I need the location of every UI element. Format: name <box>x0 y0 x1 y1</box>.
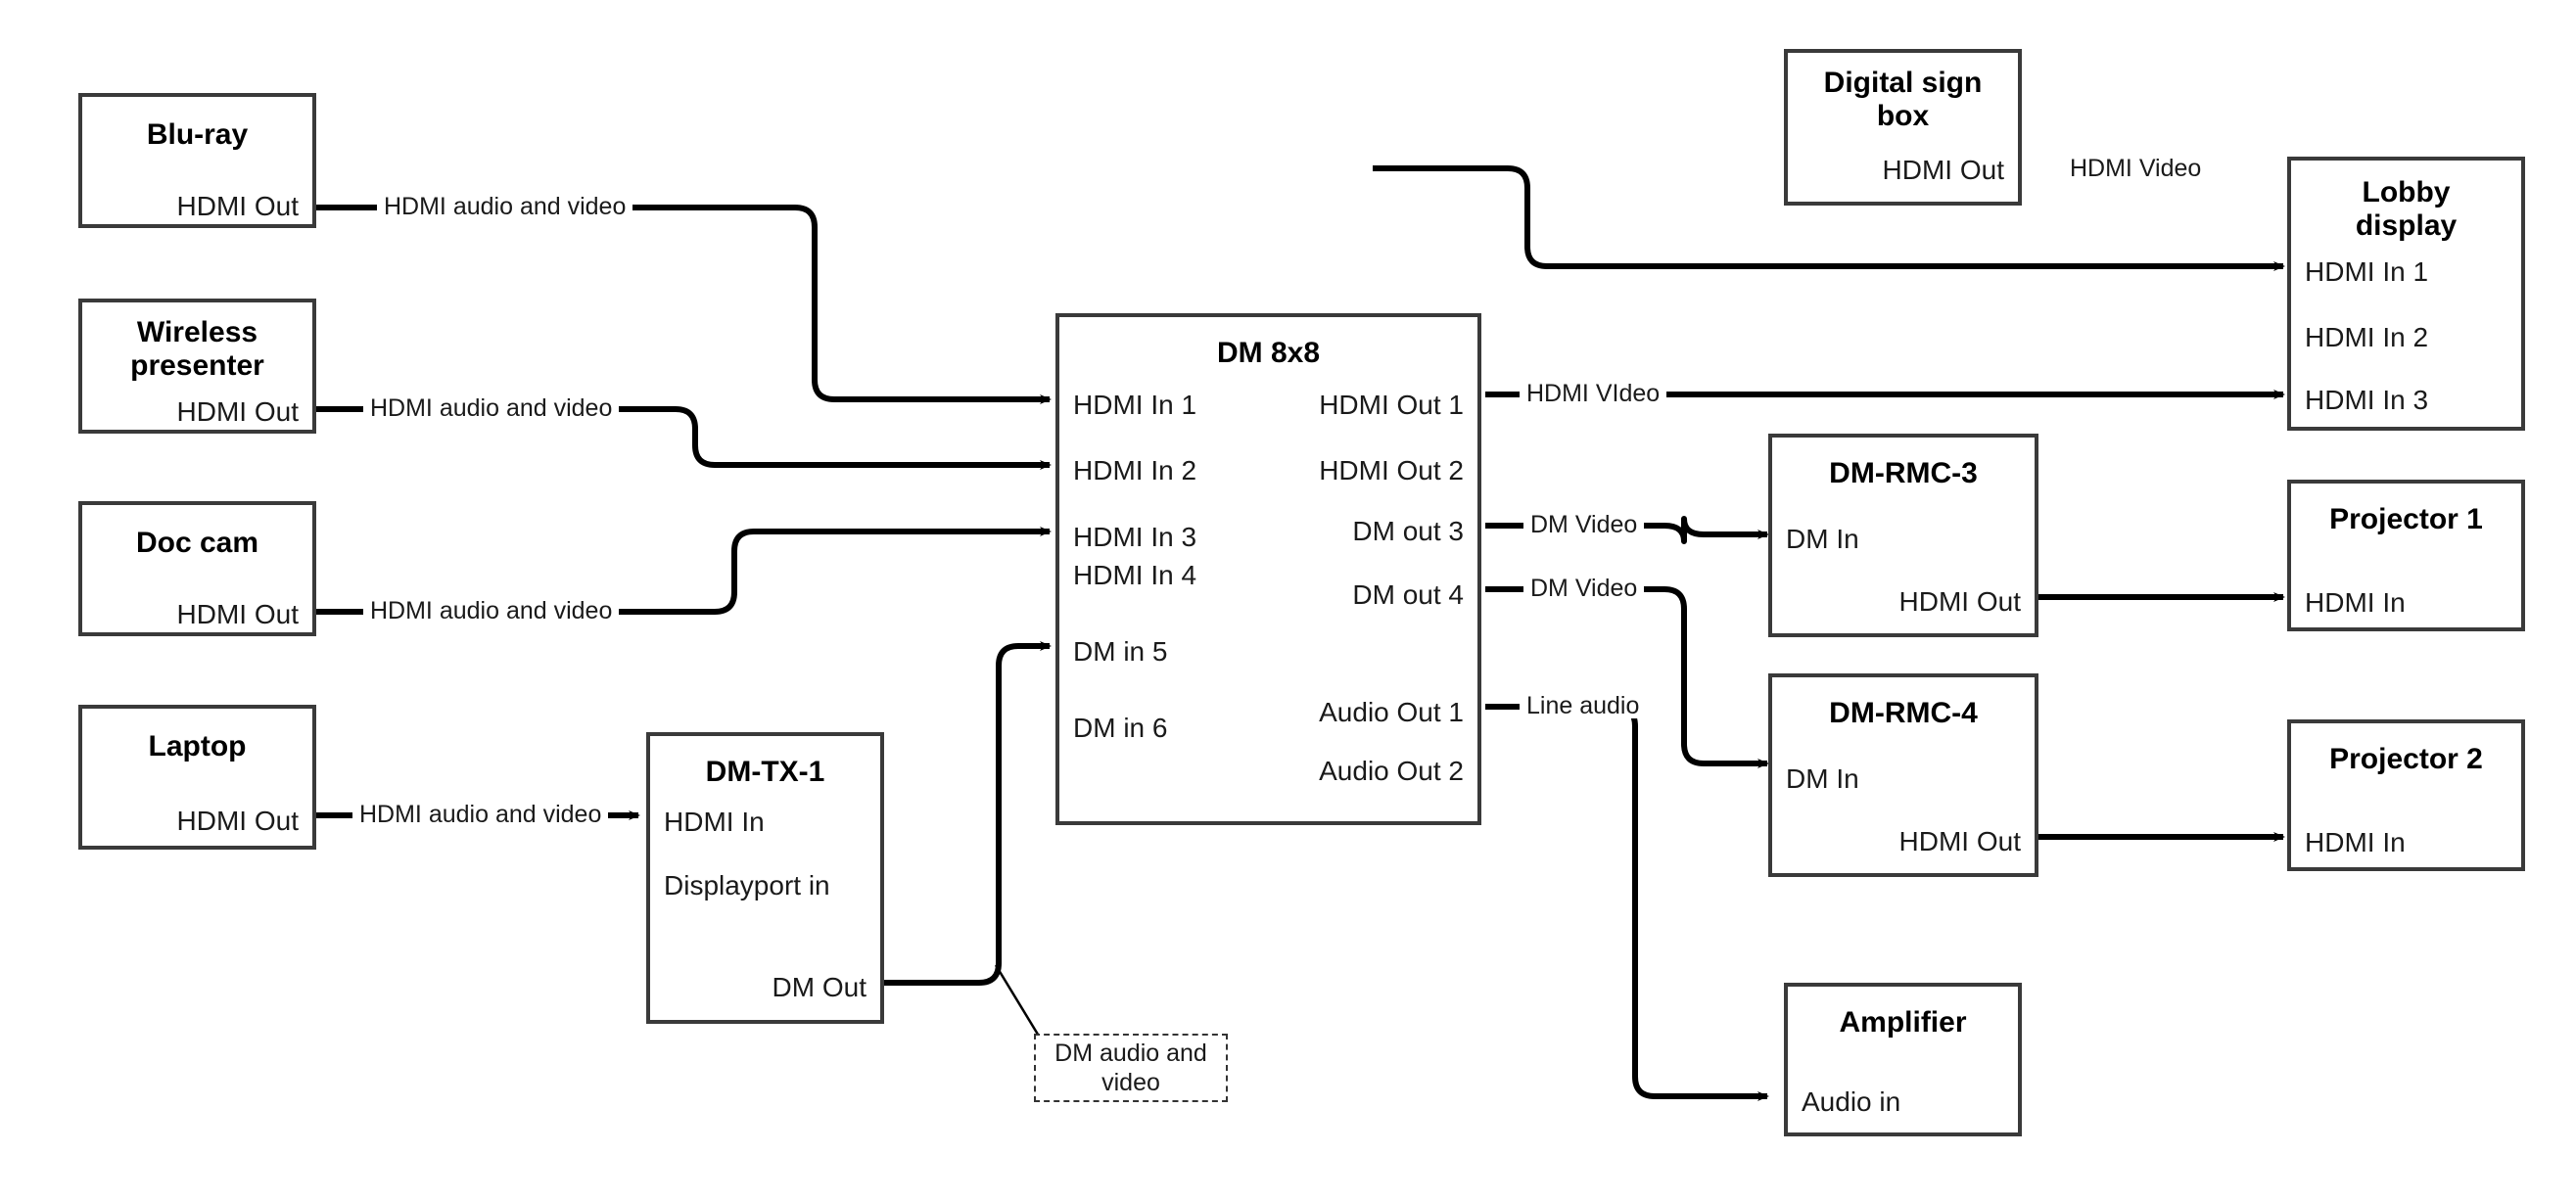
node-laptop-port-hdmi-out: HDMI Out <box>176 806 299 836</box>
node-projector-1[interactable]: Projector 1 HDMI In <box>2287 480 2525 631</box>
node-dm-8x8-input-dm-in-5: DM in 5 <box>1073 636 1168 667</box>
wire-label-laptop-to-dmtx1: HDMI audio and video <box>352 803 609 827</box>
node-doc-cam-port-hdmi-out: HDMI Out <box>176 599 299 629</box>
node-wireless-presenter[interactable]: Wireless presenter HDMI Out <box>78 299 316 434</box>
node-digital-sign-box-port-hdmi-out: HDMI Out <box>1882 155 2004 185</box>
wire-label-dm8x8-audioout1-to-amplifier: Line audio <box>1520 694 1647 718</box>
wire-doccam-to-dm8x8 <box>315 527 1052 615</box>
node-dm-8x8-input-hdmi-in-4: HDMI In 4 <box>1073 560 1197 590</box>
wire-label-dm8x8-hdmiout1-to-lobby: HDMI VIdeo <box>1520 382 1667 406</box>
wire-dm8x8-dmout4-to-dmrmc4 <box>1485 586 1769 768</box>
node-dm-8x8-output-dm-out-4: DM out 4 <box>1352 579 1464 610</box>
node-dm-rmc-4-title: DM-RMC-4 <box>1829 697 1978 729</box>
node-projector-2[interactable]: Projector 2 HDMI In <box>2287 719 2525 871</box>
node-dm-8x8-input-hdmi-in-2: HDMI In 2 <box>1073 455 1197 485</box>
node-lobby-display-input-hdmi-in-2: HDMI In 2 <box>2305 322 2429 352</box>
node-projector-2-port-hdmi-in: HDMI In <box>2305 827 2406 857</box>
node-doc-cam-title: Doc cam <box>135 527 259 559</box>
node-amplifier[interactable]: Amplifier Audio in <box>1784 983 2022 1136</box>
node-dm-8x8-input-dm-in-6: DM in 6 <box>1073 713 1168 743</box>
leader-dm-audio-video-note <box>994 964 1045 1043</box>
node-laptop-title: Laptop <box>148 730 247 762</box>
wire-label-doccam-to-dm8x8: HDMI audio and video <box>363 599 620 624</box>
node-dm-rmc-4[interactable]: DM-RMC-4 DM In HDMI Out <box>1768 673 2038 877</box>
node-dm-tx-1[interactable]: DM-TX-1 HDMI In Displayport in DM Out <box>646 732 884 1024</box>
wire-digitalsign-to-lobby <box>1373 165 2285 271</box>
node-dm-8x8-output-audio-out-2: Audio Out 2 <box>1319 756 1464 786</box>
node-projector-1-title: Projector 1 <box>2329 503 2483 535</box>
node-bluray[interactable]: Blu-ray HDMI Out <box>78 93 316 228</box>
wire-dmtx1-to-dm8x8 <box>884 641 1052 986</box>
node-dm-8x8-input-hdmi-in-1: HDMI In 1 <box>1073 390 1197 420</box>
wire-label-digitalsign-to-lobby: HDMI Video <box>2063 157 2209 181</box>
node-digital-sign-box[interactable]: Digital sign box HDMI Out <box>1784 49 2022 206</box>
node-dm-8x8-output-hdmi-out-2: HDMI Out 2 <box>1319 455 1464 485</box>
node-dm-rmc-3-port-hdmi-out: HDMI Out <box>1898 586 2021 617</box>
node-lobby-display[interactable]: Lobby display HDMI In 1 HDMI In 2 HDMI I… <box>2287 157 2525 431</box>
node-amplifier-title: Amplifier <box>1839 1006 1967 1039</box>
wire-label-wireless-to-dm8x8: HDMI audio and video <box>363 396 620 421</box>
node-digital-sign-box-title-line1: Digital sign <box>1823 67 1983 99</box>
node-lobby-display-input-hdmi-in-1: HDMI In 1 <box>2305 256 2429 287</box>
node-dm-tx-1-title: DM-TX-1 <box>705 756 825 788</box>
node-dm-rmc-4-port-hdmi-out: HDMI Out <box>1898 826 2021 856</box>
node-amplifier-port-audio-in: Audio in <box>1802 1086 1901 1117</box>
wire-dm8x8-dmout3-to-dmrmc3 <box>1485 516 1769 544</box>
node-bluray-title: Blu-ray <box>146 118 249 151</box>
node-doc-cam[interactable]: Doc cam HDMI Out <box>78 501 316 636</box>
node-dm-rmc-3[interactable]: DM-RMC-3 DM In HDMI Out <box>1768 434 2038 637</box>
node-laptop[interactable]: Laptop HDMI Out <box>78 705 316 850</box>
wire-bluray-to-dm8x8 <box>315 205 1052 404</box>
node-dm-tx-1-port-hdmi-in: HDMI In <box>664 807 765 837</box>
node-dm-8x8[interactable]: DM 8x8 HDMI In 1 HDMI In 2 HDMI In 3 HDM… <box>1055 313 1481 825</box>
node-projector-1-port-hdmi-in: HDMI In <box>2305 587 2406 618</box>
node-bluray-port-hdmi-out: HDMI Out <box>176 191 299 221</box>
node-dm-tx-1-port-displayport-in: Displayport in <box>664 870 830 901</box>
node-projector-2-title: Projector 2 <box>2329 743 2483 775</box>
node-dm-rmc-3-title: DM-RMC-3 <box>1829 457 1978 489</box>
node-lobby-display-title-line2: display <box>2355 208 2458 242</box>
node-wireless-presenter-title-line2: presenter <box>130 348 264 382</box>
node-dm-8x8-title: DM 8x8 <box>1216 337 1321 369</box>
node-wireless-presenter-title-line1: Wireless <box>136 316 258 348</box>
node-dm-8x8-output-audio-out-1: Audio Out 1 <box>1319 697 1464 727</box>
node-dm-8x8-output-dm-out-3: DM out 3 <box>1352 516 1464 546</box>
wire-label-bluray-to-dm8x8: HDMI audio and video <box>377 195 633 219</box>
node-dm-tx-1-port-dm-out: DM Out <box>772 972 866 1002</box>
wire-label-dm8x8-dmout4-to-dmrmc4: DM Video <box>1523 577 1645 601</box>
wire-label-dm8x8-dmout3-to-dmrmc3: DM Video <box>1523 513 1645 537</box>
note-dm-audio-and-video: DM audio and video <box>1034 1034 1228 1102</box>
node-dm-rmc-3-port-dm-in: DM In <box>1786 524 1859 554</box>
node-dm-8x8-output-hdmi-out-1: HDMI Out 1 <box>1319 390 1464 420</box>
node-wireless-presenter-port-hdmi-out: HDMI Out <box>176 396 299 427</box>
node-lobby-display-title-line1: Lobby <box>2362 176 2451 208</box>
node-dm-8x8-input-hdmi-in-3: HDMI In 3 <box>1073 522 1197 552</box>
node-lobby-display-input-hdmi-in-3: HDMI In 3 <box>2305 385 2429 415</box>
node-dm-rmc-4-port-dm-in: DM In <box>1786 763 1859 794</box>
wire-wireless-to-dm8x8 <box>315 406 1052 470</box>
node-digital-sign-box-title-line2: box <box>1876 99 1930 132</box>
